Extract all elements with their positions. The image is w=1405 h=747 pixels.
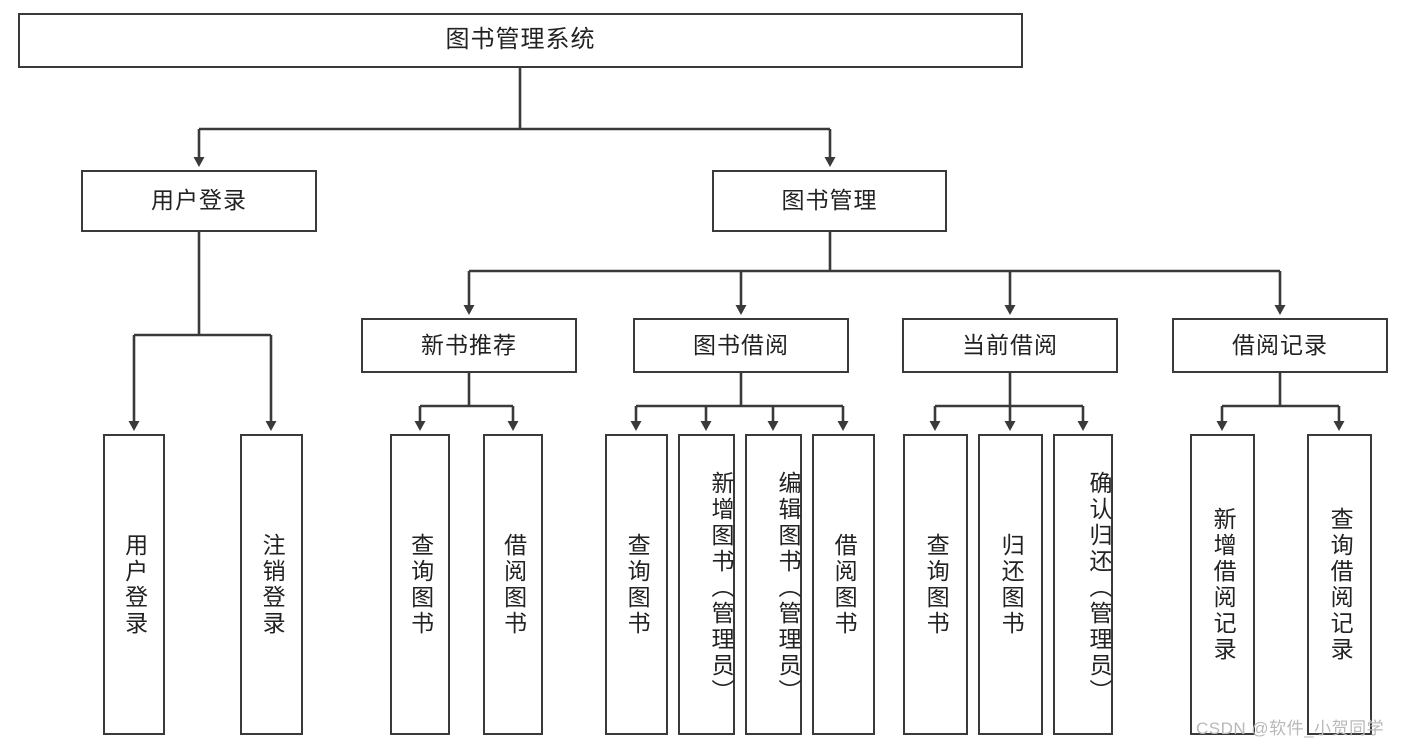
node-root-label: 图书管理系统: [445, 26, 596, 54]
node-current-borrow-label: 当前借阅: [962, 331, 1058, 358]
node-leaf-query-book-1-label: 查询图书: [407, 532, 434, 637]
watermark-text: CSDN @软件_小贺同学: [1196, 719, 1385, 738]
node-borrow-record-label: 借阅记录: [1232, 331, 1328, 358]
node-leaf-user-login[interactable]: 用户登录: [103, 434, 165, 735]
node-current-borrow[interactable]: 当前借阅: [902, 318, 1118, 373]
node-leaf-query-book-3[interactable]: 查询图书: [903, 434, 968, 735]
node-leaf-borrow-book-1[interactable]: 借阅图书: [483, 434, 543, 735]
node-new-book-rec-label: 新书推荐: [421, 331, 517, 358]
node-user-login-label: 用户登录: [151, 187, 247, 214]
node-book-mgmt-label: 图书管理: [781, 187, 878, 214]
node-leaf-borrow-book-2-label: 借阅图书: [831, 532, 858, 637]
node-book-borrow-label: 图书借阅: [693, 331, 789, 358]
node-book-borrow[interactable]: 图书借阅: [633, 318, 849, 373]
node-leaf-edit-book[interactable]: 编辑图书（管理员）: [745, 434, 802, 735]
node-leaf-return-book-label: 归还图书: [998, 532, 1025, 637]
node-leaf-edit-book-label: 编辑图书（管理员）: [775, 470, 801, 705]
node-leaf-add-record-label: 新增借阅记录: [1210, 506, 1237, 663]
node-leaf-borrow-book-2[interactable]: 借阅图书: [812, 434, 875, 735]
node-new-book-rec[interactable]: 新书推荐: [361, 318, 577, 373]
node-user-login[interactable]: 用户登录: [81, 170, 317, 232]
node-leaf-borrow-book-1-label: 借阅图书: [500, 532, 527, 637]
node-leaf-query-book-2-label: 查询图书: [624, 532, 651, 637]
node-root[interactable]: 图书管理系统: [18, 13, 1023, 68]
node-leaf-add-book-label: 新增图书（管理员）: [708, 470, 734, 705]
node-book-mgmt[interactable]: 图书管理: [712, 170, 947, 232]
node-leaf-user-login-label: 用户登录: [121, 532, 148, 637]
node-leaf-query-book-1[interactable]: 查询图书: [390, 434, 450, 735]
node-leaf-add-record[interactable]: 新增借阅记录: [1190, 434, 1255, 735]
node-leaf-query-record[interactable]: 查询借阅记录: [1307, 434, 1372, 735]
node-borrow-record[interactable]: 借阅记录: [1172, 318, 1388, 373]
node-leaf-query-book-3-label: 查询图书: [923, 532, 950, 637]
node-leaf-return-book[interactable]: 归还图书: [978, 434, 1043, 735]
node-leaf-query-record-label: 查询借阅记录: [1327, 506, 1354, 663]
node-leaf-logout[interactable]: 注销登录: [240, 434, 303, 735]
node-leaf-confirm-return-label: 确认归还（管理员）: [1086, 470, 1112, 705]
node-leaf-add-book[interactable]: 新增图书（管理员）: [678, 434, 735, 735]
node-leaf-query-book-2[interactable]: 查询图书: [605, 434, 668, 735]
node-leaf-confirm-return[interactable]: 确认归还（管理员）: [1053, 434, 1113, 735]
node-leaf-logout-label: 注销登录: [259, 532, 286, 637]
